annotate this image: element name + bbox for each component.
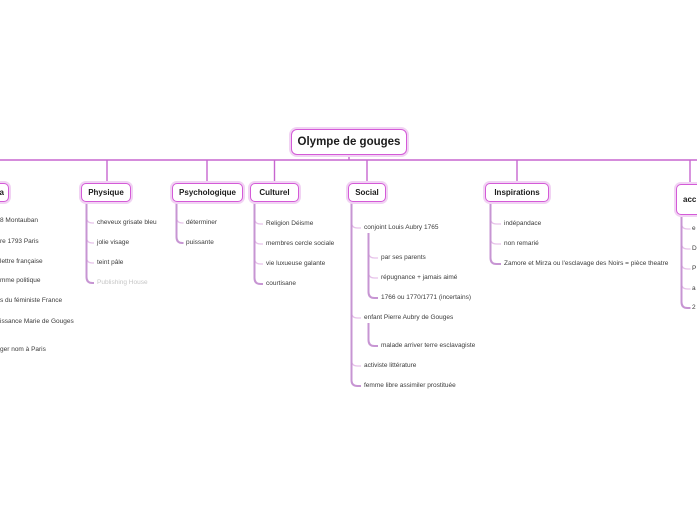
topic-social-2[interactable]: enfant Pierre Aubry de Gouges [364,314,454,321]
topic-left-7[interactable]: ger nom à Paris [0,346,46,353]
topic-social-3[interactable]: activiste littérature [364,362,417,369]
node-right-cutoff-label: acc [683,195,697,204]
topic-right-1[interactable]: e [692,225,696,232]
topic-culturel-3[interactable]: vie luxueuse galante [266,260,326,267]
topic-culturel-4[interactable]: courtisane [266,280,296,287]
node-culturel-label: Culturel [259,188,290,197]
topic-psy-2[interactable]: puissante [186,239,214,246]
node-physique-label: Physique [88,188,124,197]
topic-physique-2[interactable]: jolie visage [97,239,130,246]
topic-inspirations-1[interactable]: indépandace [504,220,542,227]
topic-left-5[interactable]: s du féministe France [0,297,63,304]
node-root-label: Olympe de gouges [297,136,401,148]
node-psychologique-label: Psychologique [179,188,236,197]
topic-physique-1[interactable]: cheveux grisate bleu [97,219,157,226]
topic-psy-1[interactable]: déterminer [186,219,218,226]
topic-inspirations-2[interactable]: non remarié [504,240,539,247]
node-social[interactable]: Social [348,183,386,202]
topic-culturel-1[interactable]: Religion Déisme [266,220,314,227]
topic-social-1-3[interactable]: 1766 ou 1770/1771 (incertains) [381,294,471,301]
node-left-cutoff-label: a [0,188,4,197]
node-inspirations-label: Inspirations [494,188,540,197]
node-left-cutoff[interactable]: a [0,183,9,202]
topic-social-1-2[interactable]: répugnance + jamais aimé [381,274,458,281]
topic-right-3[interactable]: P [692,265,697,272]
topic-right-2[interactable]: D [692,245,697,252]
topic-left-2[interactable]: re 1793 Paris [0,238,39,245]
topic-culturel-2[interactable]: membres cercle sociale [266,240,335,247]
topic-left-3[interactable]: lettre française [0,258,43,265]
node-inspirations[interactable]: Inspirations [485,183,549,202]
topic-social-4[interactable]: femme libre assimiler prostituée [364,382,456,389]
topic-social-2-1[interactable]: malade arriver terre esclavagiste [381,342,476,349]
node-social-label: Social [355,188,379,197]
topic-social-1[interactable]: conjoint Louis Aubry 1765 [364,224,439,231]
topic-inspirations-3[interactable]: Zamore et Mirza ou l'esclavage des Noirs… [504,260,669,267]
node-right-cutoff[interactable]: acc [676,184,697,215]
topic-left-4[interactable]: mme politique [0,277,41,284]
watermark-publishing-house: Publishing House [97,279,148,286]
node-culturel[interactable]: Culturel [250,183,299,202]
topic-right-5[interactable]: 2 [692,304,696,311]
node-root[interactable]: Olympe de gouges [291,129,407,155]
topic-social-1-1[interactable]: par ses parents [381,254,426,261]
topic-physique-3[interactable]: teint pâle [97,259,124,266]
topic-left-6[interactable]: issance Marie de Gouges [0,318,74,325]
node-psychologique[interactable]: Psychologique [172,183,243,202]
topic-right-4[interactable]: a [692,285,696,292]
node-physique[interactable]: Physique [81,183,131,202]
topic-left-1[interactable]: 8 Montauban [0,217,38,224]
